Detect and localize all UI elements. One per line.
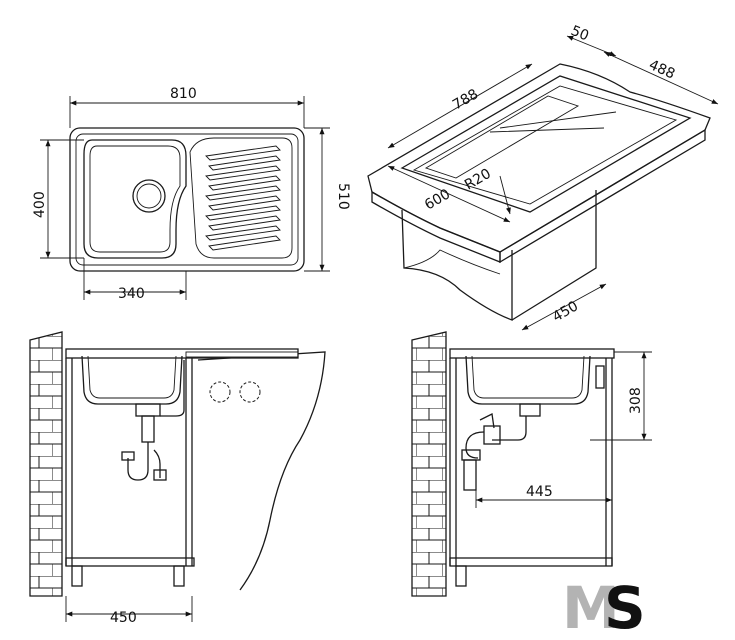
drainboard-rib xyxy=(208,215,281,231)
sink-outline xyxy=(69,127,305,272)
isometric-view: 788 50 488 R20 600 450 xyxy=(367,23,719,331)
watermark-s: S xyxy=(604,574,646,640)
dim-308: 308 xyxy=(628,387,644,414)
dim-400: 400 xyxy=(32,191,48,218)
dim-788: 788 xyxy=(450,86,481,113)
side-bowl xyxy=(465,355,591,405)
drainboard-rib xyxy=(208,155,281,171)
dim-450-iso: 450 xyxy=(550,298,581,325)
drainboard-rib xyxy=(205,205,281,221)
drainboard xyxy=(189,137,293,259)
knockout-left xyxy=(209,381,231,403)
cabinet xyxy=(401,209,513,321)
dim-340: 340 xyxy=(118,286,145,302)
drainboard-rib xyxy=(205,225,281,241)
side-view: 308 445 xyxy=(411,331,652,597)
side-brick-wall xyxy=(411,331,447,597)
dim-810: 810 xyxy=(170,86,197,102)
siphon xyxy=(121,360,185,481)
front-bowl xyxy=(81,355,183,405)
drainboard-rib xyxy=(208,235,281,251)
drainboard-ribs xyxy=(205,145,281,251)
brick-wall xyxy=(29,331,63,597)
watermark-logo: M S xyxy=(562,574,646,640)
drainboard-rib xyxy=(208,195,281,211)
drainboard-rib xyxy=(208,175,281,191)
dim-450-front: 450 xyxy=(110,610,137,626)
drainboard-rib xyxy=(205,185,281,201)
drainboard-rib xyxy=(205,145,281,161)
sink-inner-outline xyxy=(75,133,299,266)
side-siphon xyxy=(461,403,541,491)
dim-50: 50 xyxy=(569,23,592,45)
top-view: 810 400 510 340 xyxy=(32,86,351,302)
drain-hole xyxy=(132,179,166,213)
dim-445: 445 xyxy=(526,484,553,500)
cut-wall xyxy=(197,351,326,591)
dim-510: 510 xyxy=(335,183,351,210)
front-view: 450 xyxy=(29,331,326,626)
drainboard-rib xyxy=(205,165,281,181)
watermark-m: M xyxy=(562,574,620,640)
knockout-right xyxy=(239,381,261,403)
bowl xyxy=(83,139,187,259)
